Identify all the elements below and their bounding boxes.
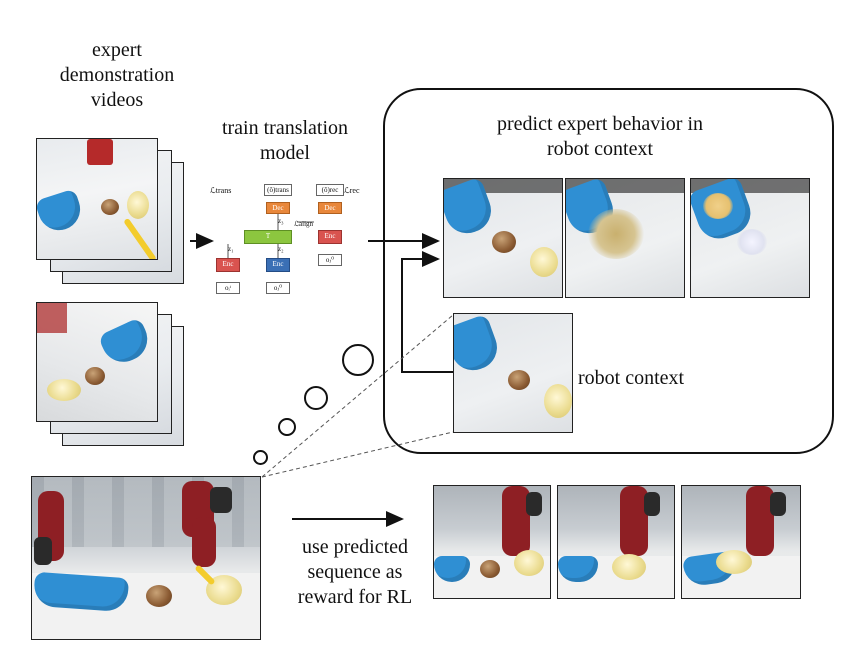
robot-scene-image (31, 476, 261, 640)
thought-bubble-small (278, 418, 296, 436)
decoder-box: Dec (266, 202, 290, 214)
robot-frame-2 (557, 485, 675, 599)
train-model-label: train translation model (221, 117, 349, 164)
thought-bubble-large (342, 344, 374, 376)
demo-frame-front (36, 138, 158, 260)
encoder-box-1: Enc (216, 258, 240, 272)
robot-frame-1 (433, 485, 551, 599)
expert-videos-label: expert demonstration videos (59, 39, 175, 111)
encoder-box-3: Enc (318, 230, 342, 244)
demo2-frame-front (36, 302, 158, 422)
translator-box: T (244, 230, 292, 244)
thought-bubble-medium (304, 386, 328, 410)
robot-context-frame (453, 313, 573, 433)
input-box-1: oᵢᵗ (216, 282, 240, 294)
predicted-frame-3 (690, 178, 810, 298)
input-box-2: oⱼ⁰ (266, 282, 290, 294)
loss-rec-label: ℒrec (344, 186, 360, 195)
arrow-context-to-prediction (401, 251, 453, 373)
robot-context-label: robot context (578, 367, 685, 389)
z1-label: z₁ (228, 245, 234, 253)
z2-label: z₂ (278, 245, 284, 253)
decoder-box-2: Dec (318, 202, 342, 214)
predicted-frame-1 (443, 178, 563, 298)
predict-label: predict expert behavior in robot context (496, 113, 704, 160)
predicted-frame-2 (565, 178, 685, 298)
z3-label: z₃ (278, 217, 284, 225)
loss-align-label: ℒalign (294, 220, 314, 228)
translation-network-diagram: ℒtrans (ô)trans Dec z₃ T z₁ z₂ Enc Enc o… (210, 180, 360, 300)
loss-trans-label: ℒtrans (210, 186, 232, 195)
input-box-3: oⱼ⁰ (318, 254, 342, 266)
use-predicted-label: use predicted sequence as reward for RL (297, 536, 413, 608)
encoder-box-2: Enc (266, 258, 290, 272)
dashed-line-top (261, 314, 454, 478)
thought-bubble-tiny (253, 450, 268, 465)
output-trans-box: (ô)trans (264, 184, 292, 196)
dashed-line-bottom (261, 431, 454, 478)
output-rec-box: (ô)rec (316, 184, 344, 196)
robot-frame-3 (681, 485, 801, 599)
prediction-box (383, 88, 834, 454)
